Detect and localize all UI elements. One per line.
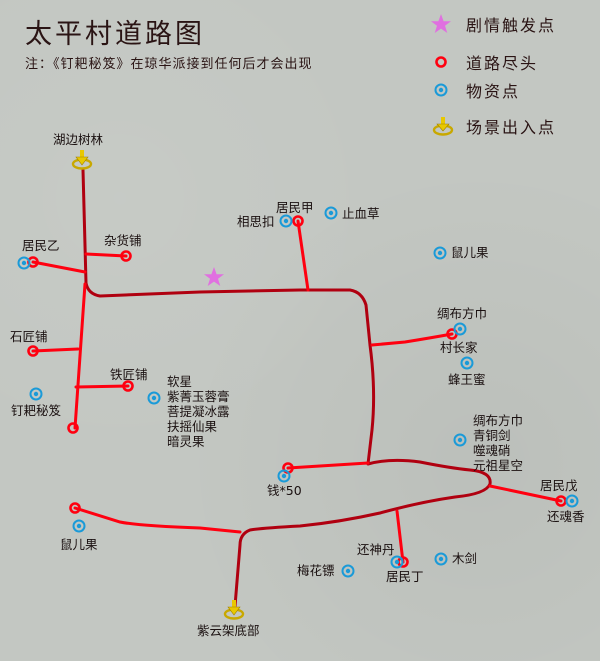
legend-item-event: 剧情触发点 [430, 12, 556, 36]
label-jumin-yi: 居民乙 [22, 238, 60, 253]
item-icon[interactable] [341, 564, 355, 578]
label-mujian: 木剑 [452, 551, 478, 566]
label-huanshendan: 还神丹 [357, 542, 395, 557]
dead-end-markers [27, 215, 567, 568]
label-huanhunxiang: 还魂香 [547, 509, 585, 524]
label-dingpa-miji: 钉耙秘笈 [11, 403, 62, 418]
label-jumin-jia: 居民甲 [276, 200, 314, 215]
item-icon[interactable] [453, 433, 467, 447]
item-icon[interactable] [390, 555, 404, 569]
label-jumin-wu: 居民戊 [540, 478, 578, 493]
label-zahuopu: 杂货铺 [104, 233, 142, 248]
star-icon [431, 14, 451, 33]
item-icon[interactable] [434, 552, 448, 566]
legend-item-entrance: 场景出入点 [432, 114, 556, 138]
entrance-icon [432, 117, 454, 136]
label-choubu-fangjin: 绸布方巾 [437, 306, 488, 321]
label-shijiangpu: 石匠铺 [10, 329, 48, 344]
item-icon[interactable] [453, 322, 467, 336]
map-note: 注：《钉耙秘笈》在琼华派接到任何后才会出现 [25, 57, 313, 72]
entrance-icon[interactable] [223, 598, 245, 620]
item-icon[interactable] [147, 391, 161, 405]
label-cunzhangjia: 村长家 [440, 340, 478, 355]
dead-end-icon [435, 56, 447, 68]
legend-item-item: 物资点 [434, 78, 520, 102]
page-title: 太平村道路图 [25, 19, 205, 50]
item-icon[interactable] [460, 356, 474, 370]
label-fengwangmi: 蜂王蜜 [448, 372, 486, 387]
label-east-items: 绸布方巾 青铜剑 噬魂硝 元祖星空 [473, 413, 524, 473]
main-roads [81, 168, 492, 608]
label-hubian-shulin: 湖边树林 [53, 132, 104, 147]
label-ziyunjia-dibu: 紫云架底部 [197, 623, 260, 638]
item-icon[interactable] [324, 206, 338, 220]
legend-item-dead-end: 道路尽头 [434, 50, 538, 74]
event-star-icon[interactable] [204, 267, 224, 286]
label-shuerguo-bottom: 鼠儿果 [60, 537, 98, 552]
label-meihuabiao: 梅花镖 [297, 563, 335, 578]
label-jumin-ding: 居民丁 [386, 569, 424, 584]
item-icon[interactable] [565, 494, 579, 508]
label-xiangsikou: 相思扣 [237, 214, 275, 229]
label-tiejiangpu: 铁匠铺 [110, 367, 148, 382]
label-shuerguo-top: 鼠儿果 [451, 245, 489, 260]
branch-roads [31, 219, 563, 564]
item-icon[interactable] [72, 519, 86, 533]
item-markers [17, 206, 579, 578]
item-icon[interactable] [29, 387, 43, 401]
label-qian50: 钱*50 [267, 483, 302, 498]
label-center-items: 软星 紫菁玉蓉膏 菩提凝冰露 扶摇仙果 暗灵果 [167, 374, 230, 449]
item-icon[interactable] [279, 214, 293, 228]
entrance-icon[interactable] [71, 148, 93, 170]
item-icon [434, 83, 448, 97]
label-zhixuecao: 止血草 [342, 206, 380, 221]
item-icon[interactable] [433, 246, 447, 260]
